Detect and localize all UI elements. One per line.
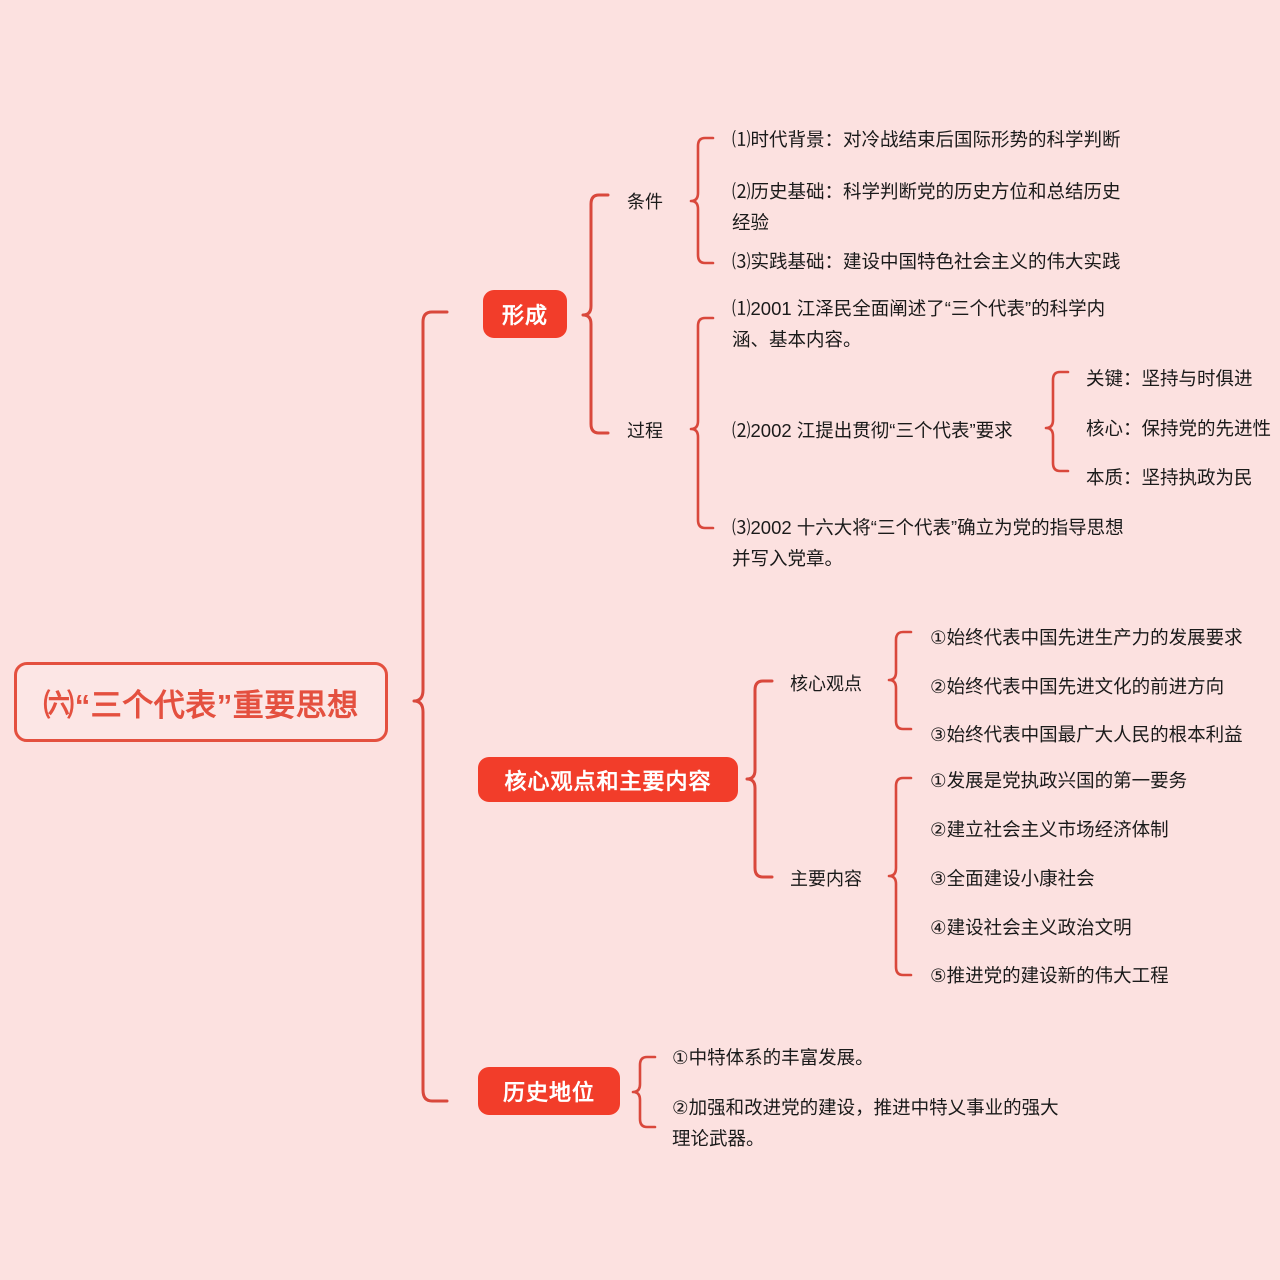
brace-lishi bbox=[631, 1055, 657, 1129]
root-node-label: ㈥“三个代表”重要思想 bbox=[43, 687, 359, 723]
leaf-item[interactable]: ②加强和改进党的建设，推进中特乂事业的强大 理论武器。 bbox=[672, 1097, 1059, 1149]
group-label-tiaojian[interactable]: 条件 bbox=[627, 192, 663, 212]
root-node[interactable]: ㈥“三个代表”重要思想 bbox=[14, 662, 388, 742]
brace-hexinguandian bbox=[887, 630, 913, 731]
group-label-hexinguandian[interactable]: 核心观点 bbox=[790, 674, 862, 694]
branch-node-lishi-label: 历史地位 bbox=[502, 1080, 595, 1105]
branch-node-lishi[interactable]: 历史地位 bbox=[478, 1067, 620, 1115]
leaf-item[interactable]: ③始终代表中国最广大人民的根本利益 bbox=[930, 724, 1243, 745]
brace-guocheng bbox=[689, 316, 715, 530]
leaf-item[interactable]: ⑴时代背景：对冷战结束后国际形势的科学判断 bbox=[732, 129, 1121, 150]
leaf-item[interactable]: ②始终代表中国先进文化的前进方向 bbox=[930, 676, 1225, 697]
group-label-guocheng[interactable]: 过程 bbox=[627, 421, 663, 441]
brace-guocheng-sub bbox=[1044, 370, 1070, 473]
leaf-item[interactable]: ⑶2002 十六大将“三个代表”确立为党的指导思想 并写入党章。 bbox=[732, 517, 1124, 569]
leaf-subitem[interactable]: 本质：坚持执政为民 bbox=[1086, 467, 1253, 488]
leaf-item[interactable]: ⑤推进党的建设新的伟大工程 bbox=[930, 965, 1169, 986]
branch-node-xingcheng[interactable]: 形成 bbox=[483, 290, 567, 338]
leaf-subitem[interactable]: 关键：坚持与时俱进 bbox=[1086, 368, 1253, 389]
leaf-item[interactable]: ①发展是党执政兴国的第一要务 bbox=[930, 770, 1188, 791]
brace-hexin bbox=[745, 679, 774, 879]
leaf-item[interactable]: ⑶实践基础：建设中国特色社会主义的伟大实践 bbox=[732, 251, 1121, 272]
branch-node-hexin-label: 核心观点和主要内容 bbox=[504, 768, 712, 794]
leaf-item[interactable]: ③全面建设小康社会 bbox=[930, 868, 1095, 889]
leaf-item[interactable]: ②建立社会主义市场经济体制 bbox=[930, 819, 1169, 840]
leaf-item[interactable]: ⑴2001 江泽民全面阐述了“三个代表”的科学内 涵、基本内容。 bbox=[732, 298, 1106, 350]
brace-xingcheng bbox=[581, 193, 610, 435]
brace-root bbox=[412, 310, 449, 1103]
branch-node-hexin[interactable]: 核心观点和主要内容 bbox=[478, 757, 738, 802]
leaf-item[interactable]: ⑵2002 江提出贯彻“三个代表”要求 bbox=[732, 420, 1013, 441]
leaf-item[interactable]: ①始终代表中国先进生产力的发展要求 bbox=[930, 627, 1243, 648]
leaf-item[interactable]: ⑵历史基础：科学判断党的历史方位和总结历史 经验 bbox=[732, 181, 1121, 233]
leaf-item[interactable]: ④建设社会主义政治文明 bbox=[930, 917, 1132, 938]
leaf-item[interactable]: ①中特体系的丰富发展。 bbox=[672, 1047, 874, 1068]
leaf-subitem[interactable]: 核心：保持党的先进性 bbox=[1086, 418, 1272, 439]
brace-zhuyaoneirong bbox=[887, 776, 913, 977]
group-label-zhuyaoneirong[interactable]: 主要内容 bbox=[790, 869, 862, 889]
branch-node-xingcheng-label: 形成 bbox=[501, 303, 548, 328]
brace-tiaojian bbox=[689, 136, 715, 265]
